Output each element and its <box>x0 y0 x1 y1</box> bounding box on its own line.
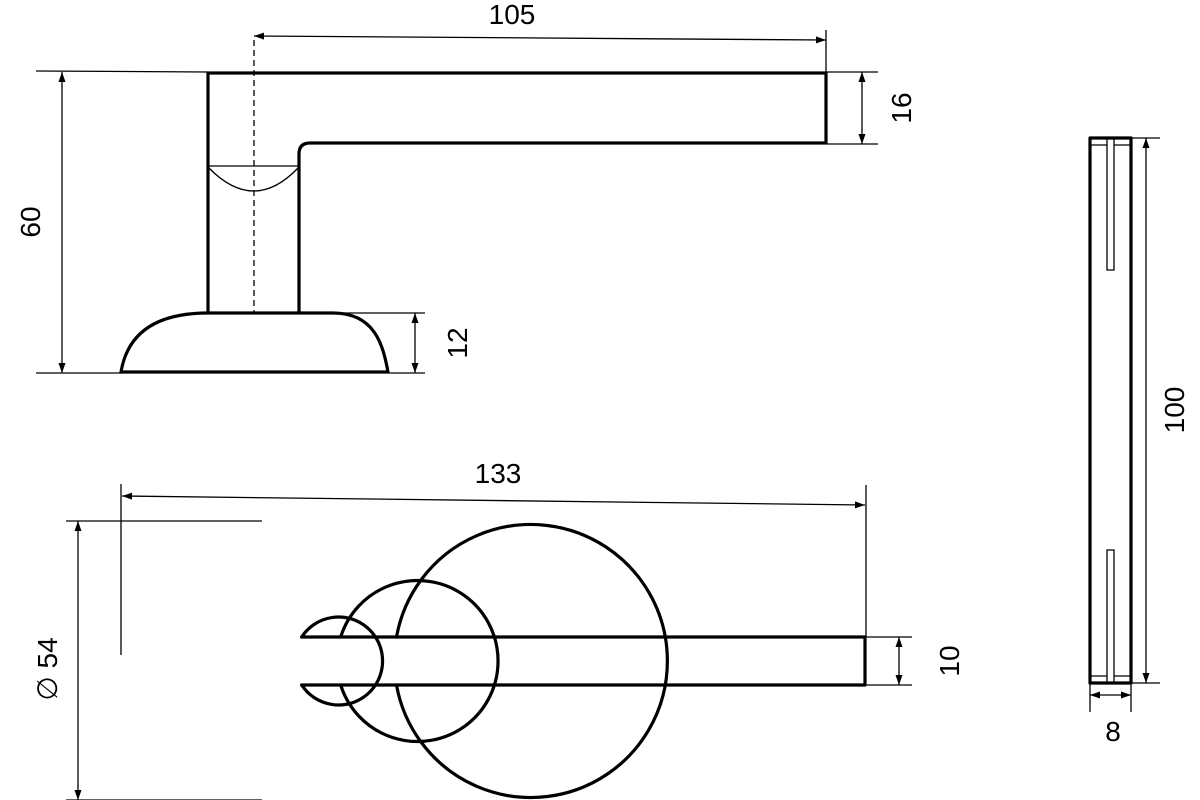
lever-neck-circle <box>300 615 385 707</box>
dim-label-rose-height: 12 <box>442 327 473 358</box>
lever-neck-curve <box>208 165 299 192</box>
rose-side-outline <box>119 311 390 374</box>
dim-label-total-length: 133 <box>475 458 522 489</box>
spindle-top-slot <box>1090 138 1131 271</box>
dim-label-lever-length: 105 <box>489 0 536 30</box>
top-view: 133 ∅ 54 10 <box>32 458 965 800</box>
lever-top-outline <box>300 635 867 687</box>
spindle-bottom-slot <box>1090 549 1131 683</box>
dim-label-total-height: 60 <box>15 206 46 237</box>
dim-line-133 <box>121 492 866 509</box>
dim-label-spindle-length: 100 <box>1159 387 1190 434</box>
side-view: 105 16 60 12 <box>15 0 917 374</box>
rose-outer-circle <box>394 522 669 800</box>
dim-label-spindle-size: 8 <box>1105 716 1121 747</box>
spindle-view: 100 8 <box>1088 136 1190 747</box>
dim-label-rose-diameter: ∅ 54 <box>32 637 63 700</box>
ext-line <box>35 70 209 73</box>
dim-label-lever-width: 10 <box>934 645 965 676</box>
rose-middle-circle <box>339 578 500 744</box>
lever-side-outline <box>206 71 828 314</box>
dim-label-lever-thickness: 16 <box>886 92 917 123</box>
spindle-outline <box>1088 136 1133 685</box>
dim-line-105 <box>253 32 827 44</box>
